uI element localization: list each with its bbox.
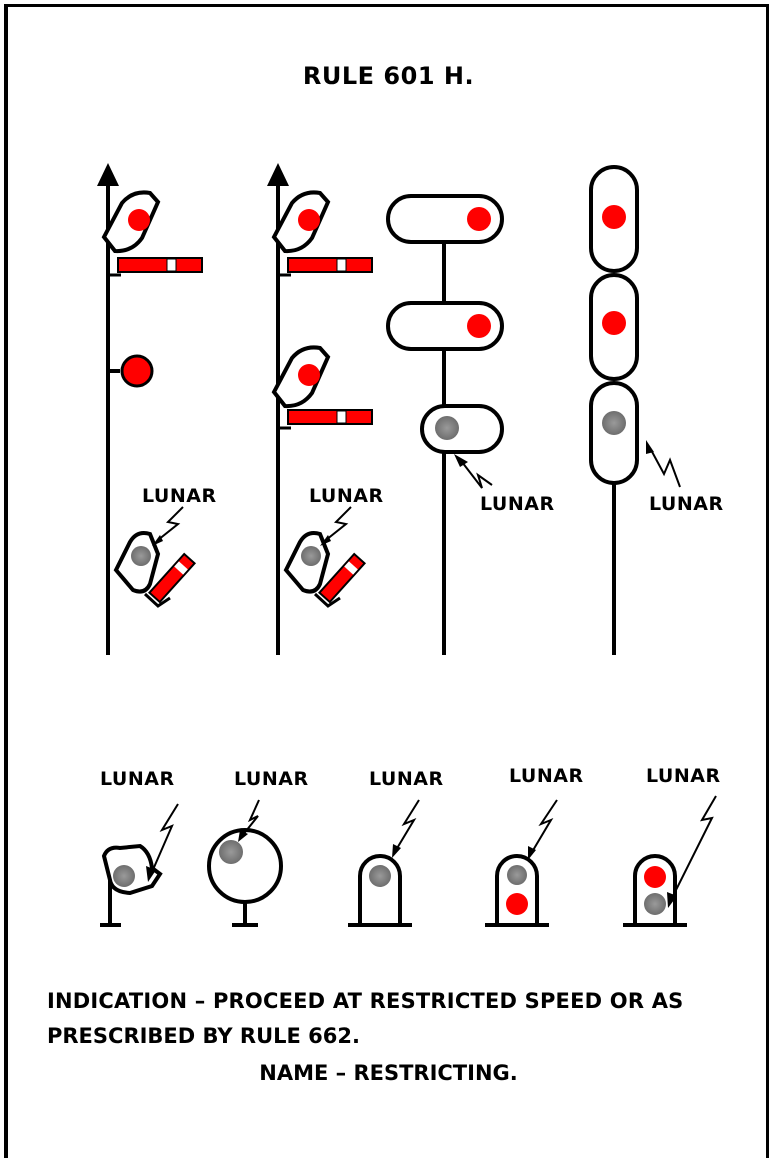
lunar-pointer-arrow [151,803,179,873]
lunar-label: LUNAR [142,485,217,507]
bottom-signal-4 [485,799,558,927]
bottom-signal-1 [100,803,179,927]
lunar-label: LUNAR [480,493,555,515]
mast-arrow-icon [267,163,289,186]
bottom-signal-2 [207,799,283,927]
signal-head-bottom [420,404,504,454]
top-signal-3 [386,194,504,655]
red-aspect-lamp [467,207,491,231]
lunar-lamp [507,865,527,885]
top-signal-1 [97,163,203,655]
signal-head-middle [386,301,504,351]
rule-title: RULE 601 H. [302,62,475,90]
lunar-pointer-arrow [157,506,184,541]
red-aspect-lamp [506,893,528,915]
lunar-label: LUNAR [509,765,584,787]
lunar-pointer-arrow [649,447,681,488]
red-aspect-lamp [298,209,320,231]
lunar-pointer-arrow [671,795,717,899]
bottom-signal-5 [623,795,717,927]
lunar-pointer-arrow [395,799,420,851]
lunar-label: LUNAR [369,768,444,790]
lunar-lamp [435,416,459,440]
lunar-label: LUNAR [649,493,724,515]
lunar-pointer-arrow [461,461,493,489]
lunar-lamp [131,546,151,566]
red-aspect-lamp [602,205,626,229]
mast-arrow-icon [97,163,119,186]
red-aspect-lamp [298,364,320,386]
top-signal-2 [267,163,373,655]
red-aspect-lamp [602,311,626,335]
lunar-label: LUNAR [646,765,721,787]
red-aspect-lamp [128,209,150,231]
lunar-pointer-arrow [325,506,352,541]
lunar-label: LUNAR [100,768,175,790]
marker-light-red [120,354,154,388]
blade-bracket [106,257,121,277]
indication-line-2: PRESCRIBED BY RULE 662. [47,1024,360,1048]
page-border [4,4,769,1158]
top-signal-4 [589,165,681,655]
lunar-pointer-arrow [531,799,558,853]
signal-head-top [386,194,504,244]
lunar-lamp [113,865,135,887]
semaphore-blade [117,257,203,273]
lunar-lamp [644,893,666,915]
round-signal-disc [207,828,283,904]
bottom-signal-3 [348,799,420,927]
lunar-label: LUNAR [234,768,309,790]
lunar-lamp [301,546,321,566]
signal-name: NAME – RESTRICTING. [259,1061,518,1085]
lunar-lamp [219,840,243,864]
lunar-pointer-arrow [241,799,260,837]
blade-stripe [166,258,177,272]
lunar-label: LUNAR [309,485,384,507]
indication-line-1: INDICATION – PROCEED AT RESTRICTED SPEED… [47,989,684,1013]
red-aspect-lamp [644,866,666,888]
red-aspect-lamp [467,314,491,338]
lunar-lamp [602,411,626,435]
lunar-lamp [369,865,391,887]
